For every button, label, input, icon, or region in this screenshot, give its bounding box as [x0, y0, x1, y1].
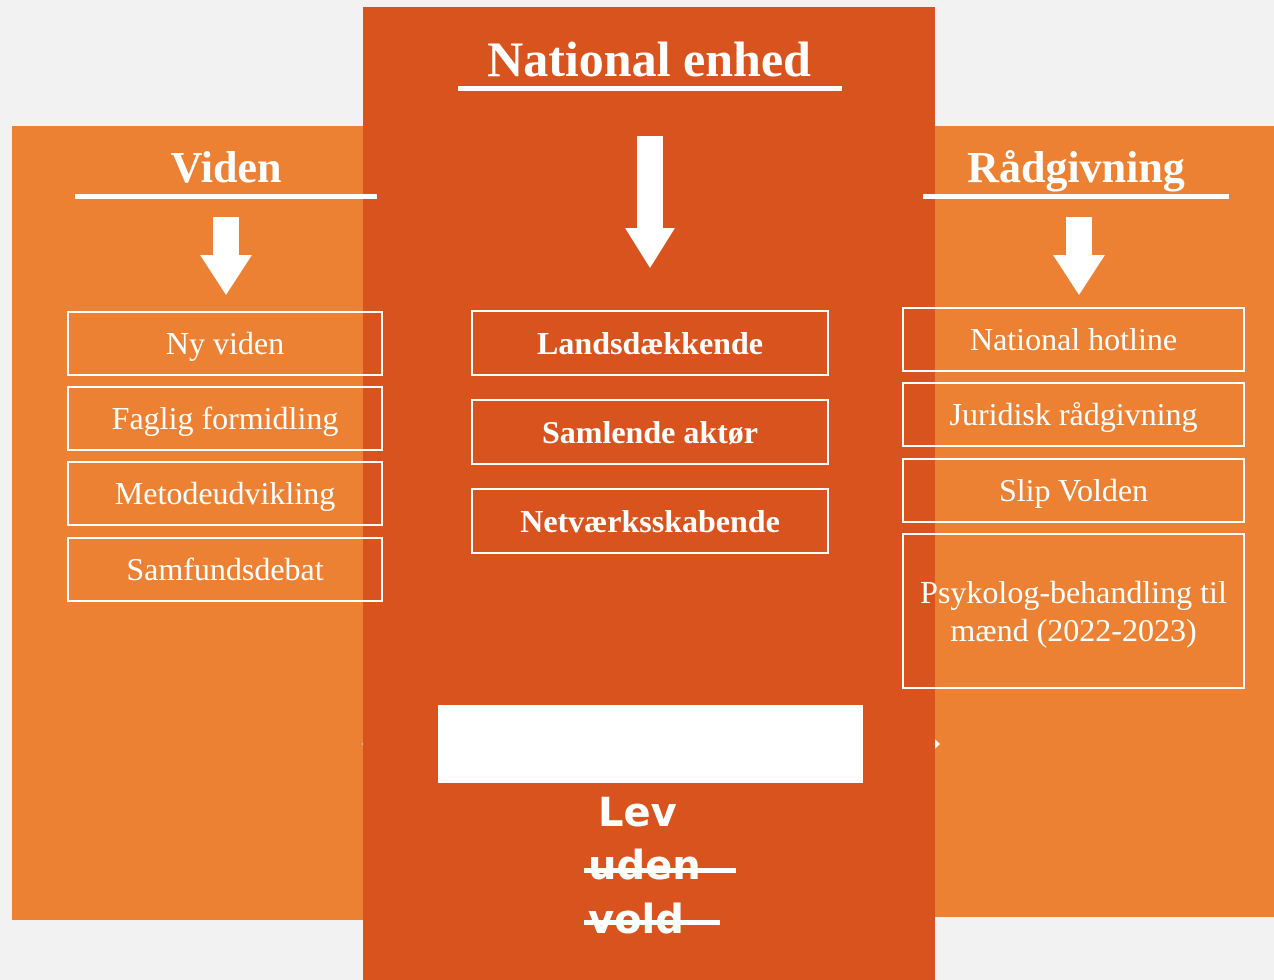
logo-lev-text: Lev	[598, 790, 677, 836]
raadgivning-underline	[923, 194, 1229, 199]
center-item-box: Netværksskabende	[471, 488, 829, 554]
viden-title: Viden	[170, 143, 282, 192]
viden-item-box: Samfundsdebat	[67, 537, 383, 602]
raadgivning-item-box: Juridisk rådgivning	[902, 382, 1245, 447]
national-enhed-title: National enhed	[487, 31, 811, 87]
raadgivning-item-box: Slip Volden	[902, 458, 1245, 523]
down-arrow-icon	[200, 217, 252, 295]
logo-strike-line	[584, 868, 736, 873]
double-arrow-shaft	[438, 705, 863, 783]
national-enhed-underline	[458, 86, 842, 91]
down-arrow-icon	[1053, 217, 1105, 295]
viden-underline	[75, 194, 377, 199]
center-item-box: Samlende aktør	[471, 399, 829, 465]
raadgivning-title: Rådgivning	[967, 143, 1185, 192]
logo-strike-line	[584, 920, 720, 925]
center-item-box: Landsdækkende	[471, 310, 829, 376]
raadgivning-item-box: National hotline	[902, 307, 1245, 372]
down-arrow-icon	[625, 136, 675, 268]
logo-uden-text: uden	[588, 843, 701, 889]
viden-item-box: Metodeudvikling	[67, 461, 383, 526]
viden-item-box: Ny viden	[67, 311, 383, 376]
raadgivning-item-box: Psykolog-behandling til mænd (2022-2023)	[902, 533, 1245, 689]
viden-item-box: Faglig formidling	[67, 386, 383, 451]
